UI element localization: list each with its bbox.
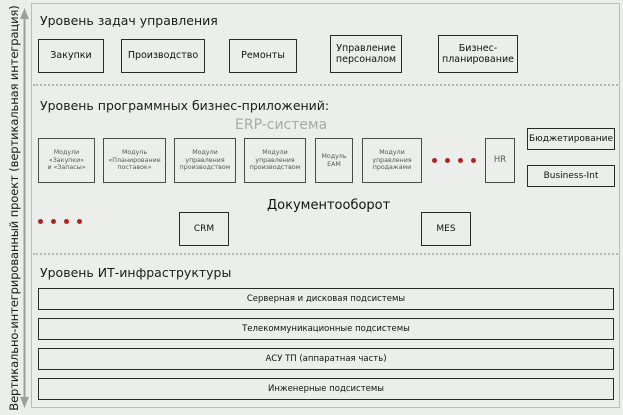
app-box-label: Business-Int	[543, 170, 599, 181]
erp-module-procurement-stock[interactable]: Модули «Закупки» и «Запасы»	[38, 138, 95, 183]
infra-bar-telecom[interactable]: Телекоммуникационные подсистемы	[38, 318, 614, 340]
connector-dot	[445, 158, 450, 163]
erp-module-label: Модуль «Планирование поставок»	[108, 149, 161, 172]
erp-module-production-management-2[interactable]: Модули управления производством	[244, 138, 306, 183]
infra-bar-acs-tp-hardware[interactable]: АСУ ТП (аппаратная часть)	[38, 348, 614, 370]
level-title-it-infrastructure: Уровень ИТ-инфраструктуры	[40, 265, 232, 280]
task-box-label: Закупки	[50, 50, 92, 62]
task-box-label: Производство	[127, 50, 199, 62]
erp-module-label: HR	[493, 155, 507, 166]
app-box-budgeting[interactable]: Бюджетирование	[527, 128, 615, 150]
erp-module-sales-management[interactable]: Модули управления продажами	[362, 138, 422, 183]
double-arrow-vertical-icon	[20, 8, 29, 408]
app-box-label: CRM	[193, 223, 215, 234]
task-box-procurement[interactable]: Закупки	[38, 39, 104, 73]
erp-module-hr[interactable]: HR	[485, 138, 515, 183]
infra-bar-label: Телекоммуникационные подсистемы	[242, 323, 410, 334]
task-box-label: Управление персоналом	[335, 42, 397, 65]
infra-bar-label: Инженерные подсистемы	[268, 383, 384, 394]
erp-module-eam[interactable]: Модуль EAM	[315, 138, 353, 183]
app-box-crm[interactable]: CRM	[179, 212, 229, 246]
erp-module-label: Модули управления продажами	[372, 149, 412, 172]
task-box-production[interactable]: Производство	[121, 39, 205, 73]
level-title-business-apps: Уровень программных бизнес-приложений:	[40, 98, 330, 113]
task-box-business-planning[interactable]: Бизнес- планирование	[438, 35, 518, 73]
connector-dot	[64, 219, 69, 224]
erp-system-label: ERP-система	[235, 117, 328, 133]
task-box-label: Бизнес- планирование	[442, 42, 514, 65]
app-box-mes[interactable]: MES	[421, 212, 471, 246]
document-flow-label: Документооборот	[267, 198, 391, 213]
separator-management-apps	[33, 84, 618, 87]
infra-bar-label: Серверная и дисковая подсистемы	[246, 293, 406, 304]
erp-module-label: Модули управления производством	[179, 149, 231, 172]
task-box-label: Ремонты	[241, 50, 285, 62]
app-box-business-intelligence[interactable]: Business-Int	[527, 165, 615, 187]
erp-module-supply-planning[interactable]: Модуль «Планирование поставок»	[103, 138, 166, 183]
connector-dot	[51, 219, 56, 224]
erp-module-production-management-1[interactable]: Модули управления производством	[174, 138, 236, 183]
connector-dot	[471, 158, 476, 163]
task-box-hr-management[interactable]: Управление персоналом	[330, 35, 402, 73]
erp-module-label: Модули «Закупки» и «Запасы»	[47, 149, 86, 172]
app-box-label: Бюджетирование	[528, 133, 614, 144]
vertical-axis: Вертикально-интегрированный проект (верт…	[0, 0, 30, 415]
connector-dot	[38, 219, 43, 224]
infra-bar-engineering[interactable]: Инженерные подсистемы	[38, 378, 614, 400]
infra-bar-label: АСУ ТП (аппаратная часть)	[265, 353, 387, 364]
separator-apps-infrastructure	[33, 253, 618, 256]
level-title-management-tasks: Уровень задач управления	[40, 13, 218, 28]
infra-bar-server-storage[interactable]: Серверная и дисковая подсистемы	[38, 288, 614, 310]
task-box-repairs[interactable]: Ремонты	[229, 39, 297, 73]
connector-dot	[77, 219, 82, 224]
app-box-label: MES	[436, 223, 456, 234]
connector-dot	[432, 158, 437, 163]
erp-module-label: Модуль EAM	[321, 153, 347, 168]
erp-module-label: Модули управления производством	[249, 149, 301, 172]
connector-dot	[458, 158, 463, 163]
